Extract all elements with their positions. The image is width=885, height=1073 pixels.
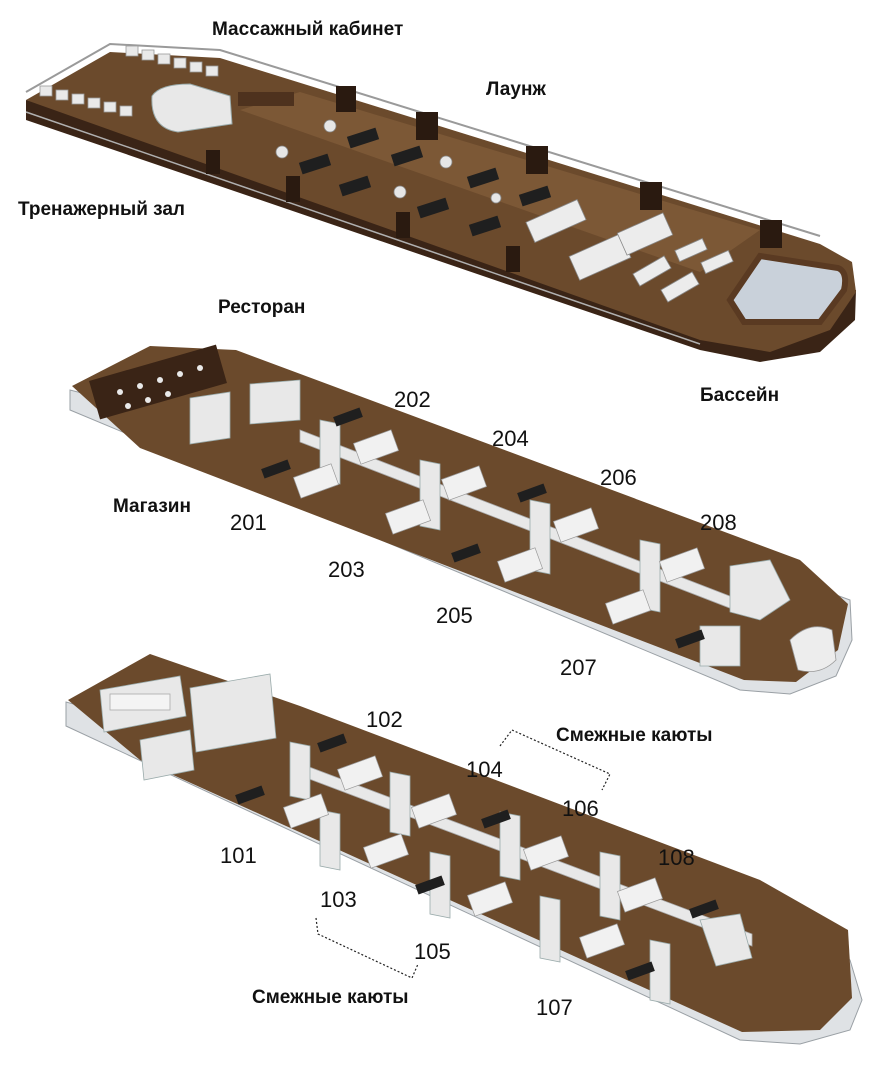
label-shop: Магазин — [113, 496, 191, 517]
label-restaurant: Ресторан — [218, 297, 306, 318]
cabin-202: 202 — [394, 387, 431, 412]
massage-room-wall — [151, 83, 233, 133]
cabin-208: 208 — [700, 510, 737, 535]
massage-bar — [238, 92, 294, 106]
main-beds — [282, 755, 664, 959]
upper-deck — [69, 344, 853, 695]
lounge-tables — [275, 119, 502, 204]
label-adjoining-cabins-top: Смежные каюты — [556, 725, 713, 746]
label-pool: Бассейн — [700, 385, 780, 406]
sun-loungers — [525, 199, 734, 303]
cabin-205: 205 — [436, 603, 473, 628]
main-deck — [65, 654, 863, 1045]
pool — [726, 252, 849, 325]
cabin-201: 201 — [230, 510, 267, 535]
upper-sofas — [261, 407, 705, 649]
upper-beds — [292, 429, 706, 625]
upper-bow-seating — [789, 626, 837, 673]
label-gym: Тренажерный зал — [18, 199, 185, 220]
cabin-101: 101 — [220, 843, 257, 868]
main-cabin-walls — [289, 741, 753, 1005]
sun-deck-railing-back — [25, 42, 821, 237]
main-deck-floor — [68, 654, 852, 1032]
cabin-103: 103 — [320, 887, 357, 912]
cabin-204: 204 — [492, 426, 529, 451]
cabin-102: 102 — [366, 707, 403, 732]
cabin-105: 105 — [414, 939, 451, 964]
label-lounge: Лаунж — [486, 79, 546, 100]
label-adjoining-cabins-bottom: Смежные каюты — [252, 987, 409, 1008]
label-massage-room: Массажный кабинет — [212, 19, 404, 40]
adjoining-bracket-bottom — [315, 917, 419, 979]
reception-desk — [109, 693, 171, 711]
lounge-sofas — [298, 127, 552, 237]
cabin-104: 104 — [466, 757, 503, 782]
cabin-206: 206 — [600, 465, 637, 490]
main-sofas — [235, 733, 719, 981]
cabin-106: 106 — [562, 796, 599, 821]
upper-cabin-walls — [189, 379, 791, 667]
deck-pillars — [206, 86, 782, 272]
cabin-108: 108 — [658, 845, 695, 870]
cabin-207: 207 — [560, 655, 597, 680]
restaurant-chairs — [117, 365, 203, 409]
cabin-107: 107 — [536, 995, 573, 1020]
sun-deck-railing-front — [25, 111, 701, 345]
gym-equipment — [39, 45, 219, 117]
cabin-203: 203 — [328, 557, 365, 582]
sun-deck — [25, 42, 856, 362]
adjoining-bracket-top — [499, 729, 611, 791]
